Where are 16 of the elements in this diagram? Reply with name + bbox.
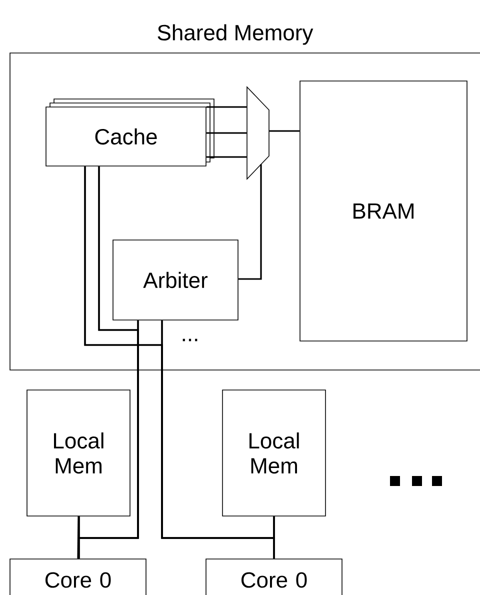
block-title: Shared Memory — [158, 24, 314, 45]
core-box: Core 0 — [206, 558, 342, 595]
core-box: Core 0 — [10, 558, 146, 595]
wire — [206, 156, 247, 158]
local-memory-box: Local Mem — [222, 390, 326, 516]
wire — [77, 516, 80, 559]
wire — [206, 106, 247, 108]
wire — [269, 130, 300, 132]
bram-box: BRAM — [300, 80, 468, 342]
local-memory-box: Local Mem — [26, 390, 130, 516]
ellipsis-label: ... — [182, 338, 198, 342]
wire — [273, 516, 275, 559]
wire — [238, 164, 262, 280]
cache-stack: Cache — [46, 98, 214, 166]
arbiter-box: Arbiter — [112, 240, 238, 320]
wire — [206, 132, 247, 134]
